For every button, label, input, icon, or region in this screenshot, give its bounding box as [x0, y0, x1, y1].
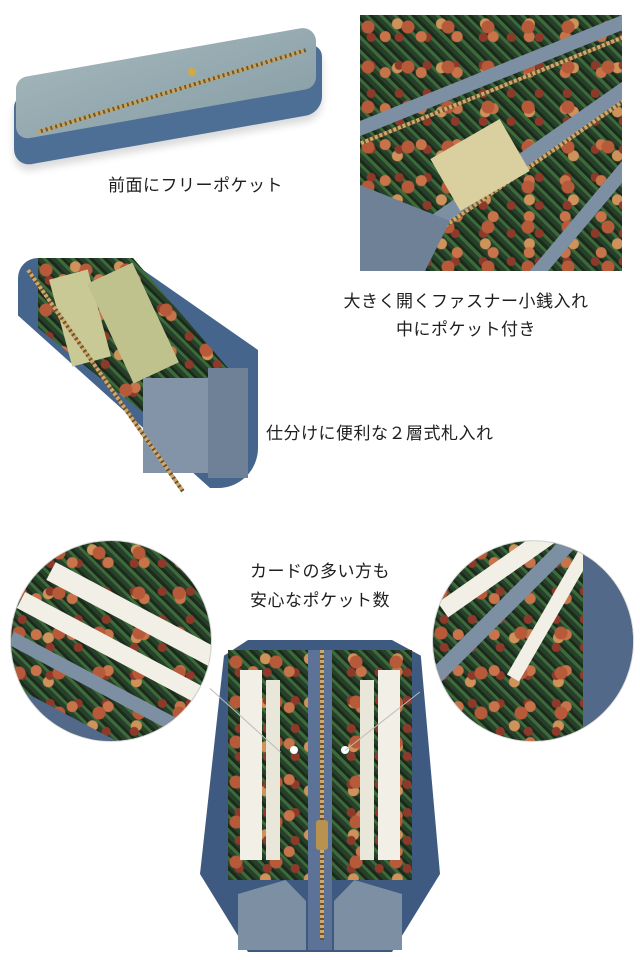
closed-wallet-photo [8, 18, 326, 176]
gusset [334, 880, 402, 950]
card-detail-left-zoom [10, 540, 212, 742]
card-slots-photo [200, 640, 440, 952]
card [360, 680, 374, 860]
coin-purse-interior-photo [360, 15, 622, 271]
card [266, 680, 280, 860]
center-zipper [320, 650, 324, 940]
caption-coin-purse-2: 中にポケット付き [396, 320, 536, 340]
gusset [143, 378, 208, 473]
zipper-pull-icon [316, 820, 328, 850]
caption-cards-1: カードの多い方も [250, 562, 390, 582]
wallet-edge [583, 541, 633, 741]
caption-cards-2: 安心なポケット数 [250, 591, 390, 611]
caption-coin-purse-1: 大きく開くファスナー小銭入れ [343, 292, 589, 312]
gusset [238, 880, 306, 950]
gusset [208, 368, 248, 478]
callout-dot-left [290, 746, 298, 754]
card [378, 670, 400, 860]
receipt [430, 119, 530, 211]
bill-compartment-photo [18, 228, 258, 503]
caption-bill-compartment: 仕分けに便利な２層式札入れ [266, 424, 494, 444]
gusset [360, 185, 450, 271]
brand-logo-icon [188, 68, 196, 76]
card-detail-right-zoom [432, 540, 634, 742]
card [240, 670, 262, 860]
caption-front-pocket: 前面にフリーポケット [108, 176, 283, 196]
